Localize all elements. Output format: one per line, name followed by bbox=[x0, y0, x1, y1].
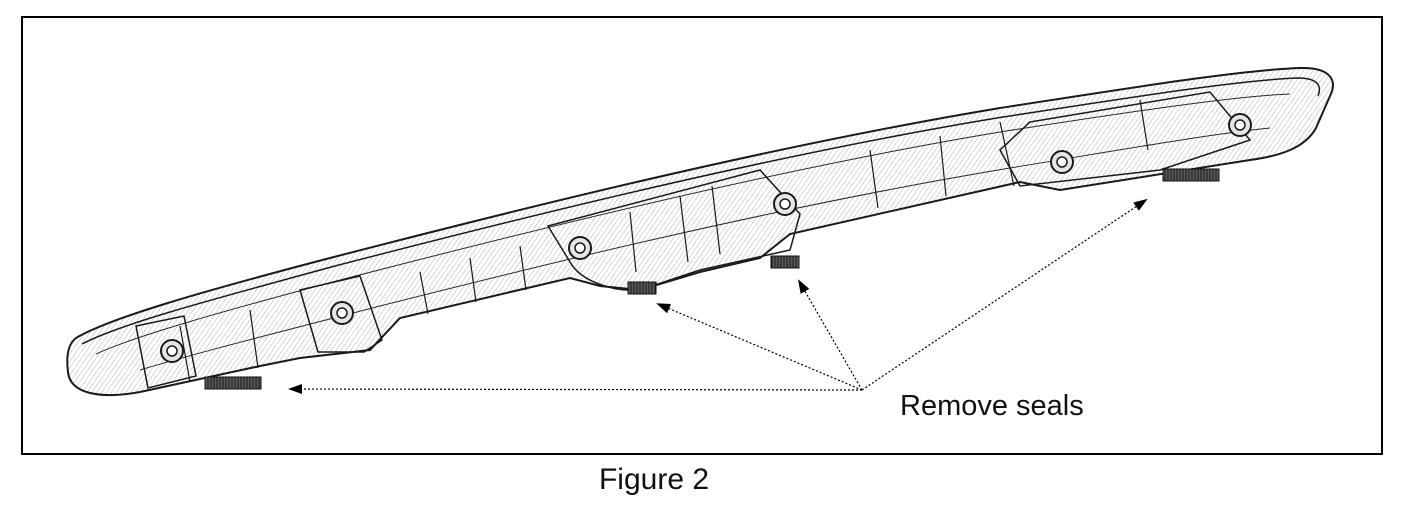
leader-arrow bbox=[288, 384, 863, 395]
leader-arrow bbox=[861, 198, 1148, 391]
seal bbox=[204, 376, 262, 390]
callout-label: Remove seals bbox=[900, 390, 1084, 422]
mount-stud bbox=[1228, 113, 1252, 137]
bar-ribs bbox=[179, 99, 1149, 383]
center-pocket-outline bbox=[546, 169, 801, 291]
mount-stud bbox=[773, 192, 797, 216]
bar-channel-line bbox=[139, 127, 1271, 371]
bar-inner-rim bbox=[95, 93, 1291, 355]
mount-stud bbox=[568, 236, 592, 260]
right-pocket-outline bbox=[999, 91, 1252, 187]
mount-stud bbox=[1050, 150, 1074, 174]
leader-arrows bbox=[288, 198, 1148, 395]
seal bbox=[770, 255, 800, 269]
leader-arrow bbox=[656, 303, 863, 391]
seal bbox=[1162, 168, 1220, 182]
mount-stud bbox=[160, 339, 184, 363]
mount-stud bbox=[330, 301, 354, 325]
seal bbox=[627, 281, 657, 295]
left-end-pocket-outline bbox=[135, 315, 197, 389]
figure-caption: Figure 2 bbox=[598, 463, 710, 496]
left-pocket-outline bbox=[299, 275, 383, 353]
leader-arrow bbox=[797, 279, 863, 391]
bar-top-rim bbox=[81, 77, 1321, 345]
bar-outer-outline bbox=[66, 66, 1334, 396]
